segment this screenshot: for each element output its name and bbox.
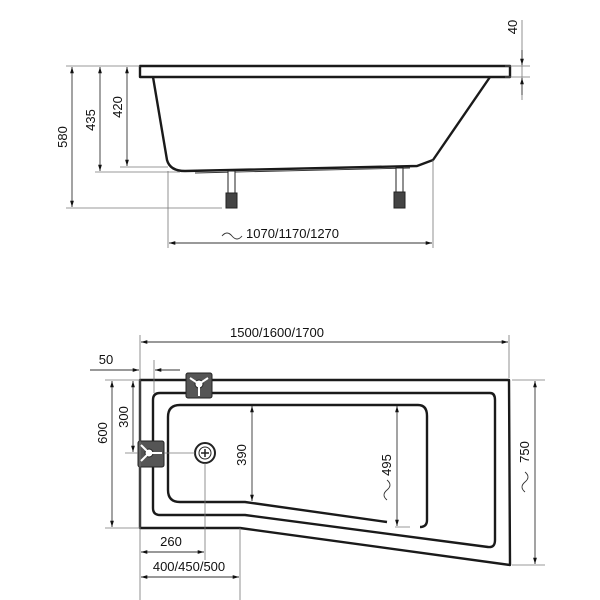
tub-inner-rim [151, 391, 497, 549]
dim-495: 495 [379, 454, 394, 476]
approx-icon [221, 232, 243, 240]
dim-750: 750 [517, 441, 532, 463]
approx-icon [521, 471, 529, 493]
dim-600: 600 [95, 422, 110, 444]
approx-icon [383, 479, 391, 501]
dim-260: 260 [160, 534, 182, 549]
dim-435: 435 [83, 109, 98, 131]
tub-body [151, 76, 491, 173]
drain-icon [194, 442, 216, 464]
tub-rim [138, 64, 512, 79]
dim-narrow-length: 400/450/500 [153, 559, 225, 574]
tub-outline [138, 378, 512, 567]
tub-leg-right [393, 167, 406, 209]
top-view: 1500/1600/1700 50 600 300 390 495 750 26… [90, 325, 545, 600]
dim-300: 300 [116, 406, 131, 428]
dim-420: 420 [110, 96, 125, 118]
dim-40: 40 [505, 20, 520, 34]
dim-total-length: 1500/1600/1700 [230, 325, 324, 340]
side-view: 580 435 420 40 1070/1170/1270 [55, 20, 530, 248]
valve-fitting [137, 440, 165, 468]
dim-390: 390 [234, 444, 249, 466]
tub-basin [166, 403, 429, 529]
overflow-fitting [185, 372, 213, 399]
dim-50: 50 [99, 352, 113, 367]
tub-leg-left [225, 170, 238, 209]
dim-580: 580 [55, 126, 70, 148]
dim-length: 1070/1170/1270 [246, 226, 339, 241]
